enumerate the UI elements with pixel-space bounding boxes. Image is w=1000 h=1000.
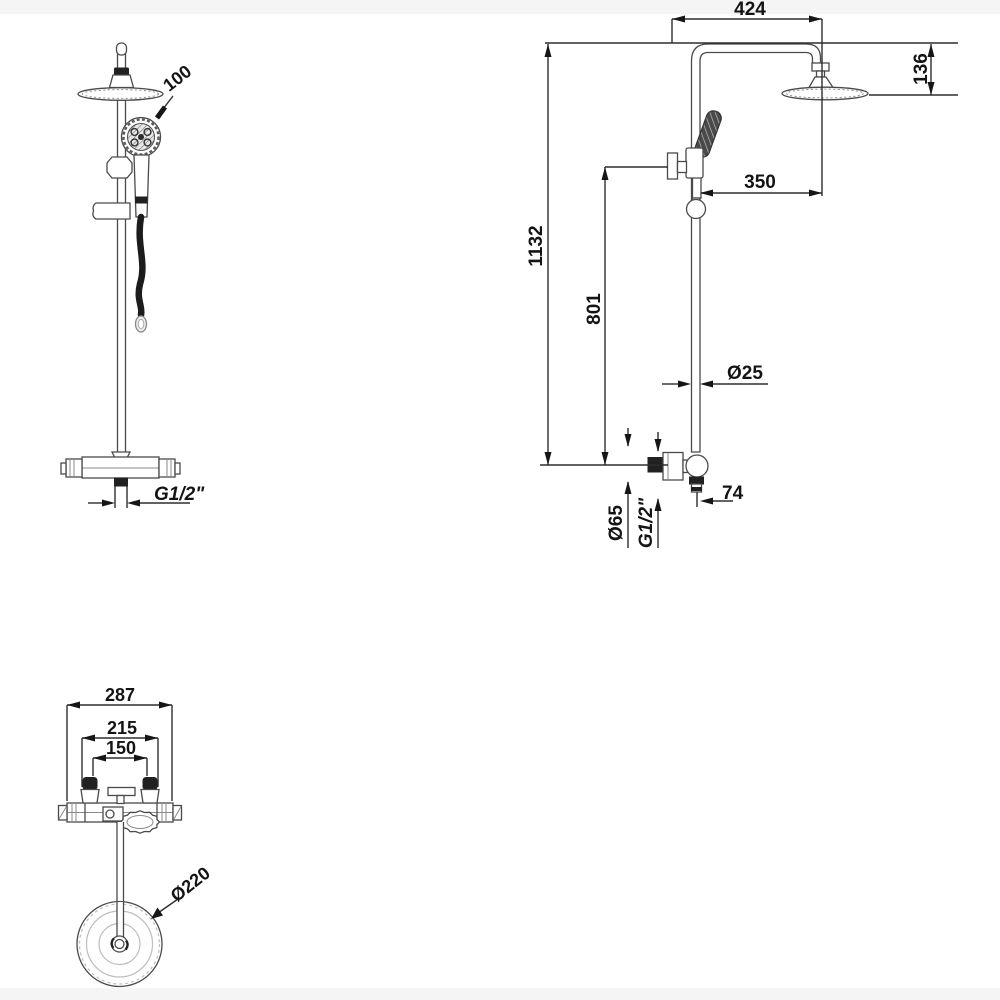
arm-head-joint: [811, 62, 830, 72]
scan-margin-top: [0, 0, 1000, 14]
slider-bracket: [92, 202, 131, 220]
dim-label-136: 136: [911, 53, 932, 85]
dim-upper-height-801: 801: [584, 166, 668, 465]
dim-pipe-diameter-25: Ø25: [662, 363, 768, 388]
side-view: 424 136 350 1132: [526, 0, 958, 548]
dim-head-offset-350: 350: [700, 172, 822, 197]
dim-wall-offset-74: 74: [696, 483, 744, 507]
hand-shower-handle-front: [133, 154, 150, 218]
handle-grip-band: [135, 196, 148, 204]
head-connector-cone: [108, 74, 135, 89]
scan-margin-bottom: [0, 988, 1000, 1000]
dim-label-o65: Ø65: [606, 505, 627, 541]
dim-inlet-thread-side: G1/2": [636, 432, 662, 548]
dim-label-g12-front: G1/2": [154, 484, 205, 505]
mixer-valve-front: [60, 451, 181, 487]
dim-label-o25: Ø25: [727, 363, 763, 384]
valve-bottom-outlet: [114, 477, 128, 487]
dim-inlet-spacing-150: 150: [92, 738, 148, 776]
dim-label-350: 350: [744, 172, 776, 193]
overhead-shower-head-side: [781, 86, 869, 101]
valve-ball-side: [685, 454, 709, 478]
dim-overall-287: 287: [66, 685, 173, 801]
top-view: 287 215 150: [57, 685, 183, 941]
dim-label-287: 287: [105, 685, 135, 705]
dim-label-150: 150: [106, 738, 136, 758]
dim-label-1132: 1132: [526, 225, 547, 266]
dim-outlet-thread-front: G1/2": [88, 484, 205, 508]
rail-top-cap: [115, 42, 128, 56]
mixer-valve-top: [57, 777, 183, 834]
slider-lock-knob: [106, 156, 133, 179]
dim-head-drop-136: 136: [869, 44, 958, 96]
overhead-shower-head-front: [77, 87, 164, 101]
dim-label-424: 424: [734, 0, 766, 20]
center-tee-top: [107, 786, 136, 797]
dim-label-74: 74: [722, 483, 744, 504]
inlet-connector-right: [142, 777, 158, 790]
hose-swivel-ball: [685, 198, 707, 220]
valve-lower-fitting: [689, 476, 704, 485]
rail-collar: [114, 67, 129, 76]
hand-shower-front: [120, 116, 162, 158]
side-view-dimensions: 424 136 350 1132: [526, 0, 958, 548]
dim-arm-reach-424: 424: [671, 0, 823, 196]
mixer-valve-side: [647, 451, 709, 493]
dim-span-215: 215: [81, 718, 159, 787]
dim-label-801: 801: [584, 293, 605, 325]
dim-label-g12-side: G1/2": [636, 497, 657, 548]
dim-escutcheon-65: Ø65: [606, 428, 632, 548]
inlet-connector-left: [82, 777, 98, 790]
slider-sleeve-side: [685, 147, 704, 179]
shower-hose: [135, 213, 146, 319]
wall-bracket-plate: [666, 152, 679, 180]
shower-rail-pipe: [116, 46, 127, 454]
dim-total-height-1132: 1132: [526, 44, 552, 465]
dim-label-215: 215: [107, 718, 137, 738]
front-view: 100 G1/2": [60, 42, 205, 508]
